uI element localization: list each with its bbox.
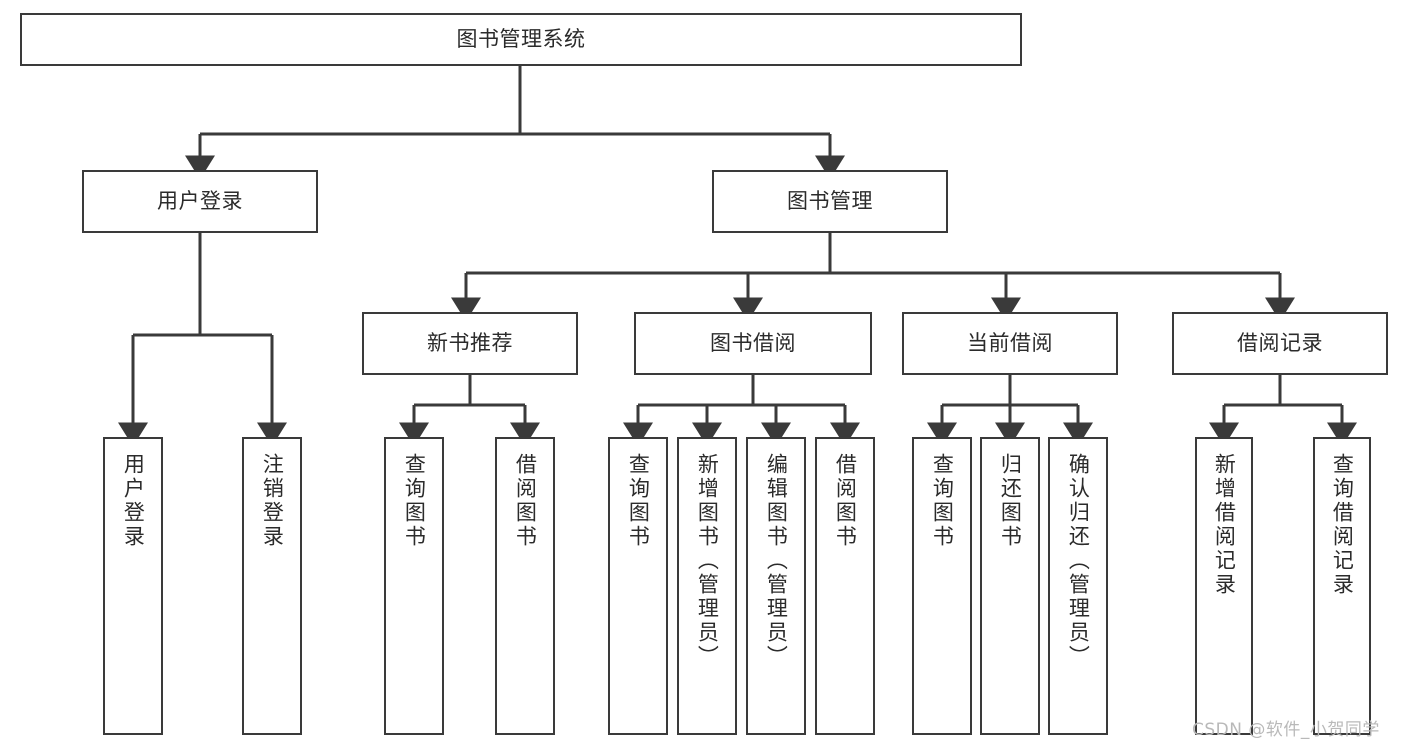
node-leaf-user-logout-label: 注销登录	[260, 453, 285, 549]
node-root[interactable]: 图书管理系统	[20, 13, 1022, 66]
node-leaf-confirm-return-label: 确认归还（管理员）	[1066, 453, 1091, 669]
node-book-management-label: 图书管理	[787, 189, 873, 214]
node-leaf-query-book-3-label: 查询图书	[930, 453, 955, 549]
node-user-login-label: 用户登录	[157, 189, 243, 214]
node-book-management[interactable]: 图书管理	[712, 170, 948, 233]
node-leaf-query-book-2[interactable]: 查询图书	[608, 437, 668, 735]
node-leaf-edit-book-label: 编辑图书（管理员）	[764, 453, 789, 669]
node-leaf-return-book[interactable]: 归还图书	[980, 437, 1040, 735]
node-leaf-borrow-book-1-label: 借阅图书	[513, 453, 538, 549]
node-leaf-add-record[interactable]: 新增借阅记录	[1195, 437, 1253, 735]
node-leaf-query-book-1[interactable]: 查询图书	[384, 437, 444, 735]
node-leaf-user-login-label: 用户登录	[121, 453, 146, 549]
node-borrow-record[interactable]: 借阅记录	[1172, 312, 1388, 375]
node-book-borrow[interactable]: 图书借阅	[634, 312, 872, 375]
node-leaf-return-book-label: 归还图书	[998, 453, 1023, 549]
node-user-login[interactable]: 用户登录	[82, 170, 318, 233]
node-leaf-query-book-1-label: 查询图书	[402, 453, 427, 549]
node-current-borrow-label: 当前借阅	[967, 331, 1053, 356]
node-leaf-query-book-3[interactable]: 查询图书	[912, 437, 972, 735]
node-current-borrow[interactable]: 当前借阅	[902, 312, 1118, 375]
node-new-book-recommend[interactable]: 新书推荐	[362, 312, 578, 375]
node-leaf-query-record-label: 查询借阅记录	[1330, 453, 1355, 597]
node-borrow-record-label: 借阅记录	[1237, 331, 1323, 356]
node-book-borrow-label: 图书借阅	[710, 331, 796, 356]
node-leaf-add-record-label: 新增借阅记录	[1212, 453, 1237, 597]
node-leaf-user-login[interactable]: 用户登录	[103, 437, 163, 735]
node-root-label: 图书管理系统	[456, 27, 586, 52]
node-new-book-recommend-label: 新书推荐	[427, 331, 513, 356]
node-leaf-query-record[interactable]: 查询借阅记录	[1313, 437, 1371, 735]
node-leaf-edit-book[interactable]: 编辑图书（管理员）	[746, 437, 806, 735]
node-leaf-user-logout[interactable]: 注销登录	[242, 437, 302, 735]
node-leaf-borrow-book-2-label: 借阅图书	[833, 453, 858, 549]
node-leaf-add-book[interactable]: 新增图书（管理员）	[677, 437, 737, 735]
node-leaf-query-book-2-label: 查询图书	[626, 453, 651, 549]
node-leaf-confirm-return[interactable]: 确认归还（管理员）	[1048, 437, 1108, 735]
node-leaf-borrow-book-1[interactable]: 借阅图书	[495, 437, 555, 735]
node-leaf-borrow-book-2[interactable]: 借阅图书	[815, 437, 875, 735]
node-leaf-add-book-label: 新增图书（管理员）	[695, 453, 720, 669]
